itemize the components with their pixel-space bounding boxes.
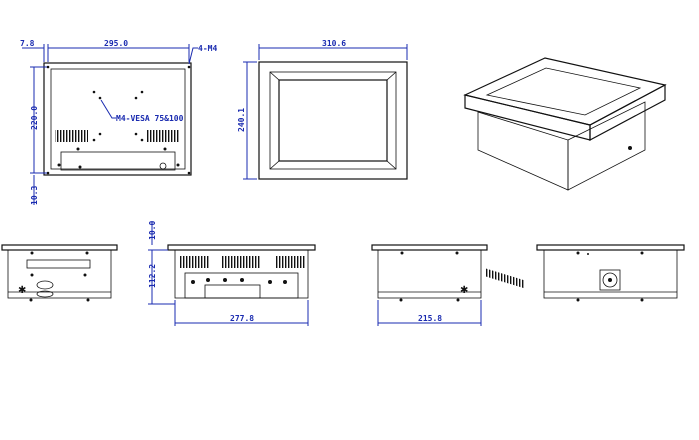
dim-bottom-width: 277.8	[230, 314, 254, 323]
left-side-view: ✱	[1, 244, 118, 302]
isometric-view	[463, 57, 667, 289]
dim-left-offset: 7.8	[20, 39, 35, 48]
front-view: 310.6 240.1	[237, 39, 408, 180]
vent-right	[147, 130, 180, 142]
vent-left	[55, 130, 88, 142]
svg-text:✱: ✱	[18, 285, 26, 296]
dim-bottom-offset: 10.3	[30, 186, 39, 205]
dim-bezel-thickness: 10.0	[148, 221, 157, 240]
vesa-label: M4-VESA 75&100	[116, 114, 184, 123]
dim-mount-holes: 4-M4	[198, 44, 217, 53]
rear-view: 7.8 295.0 4-M4 220.0 10.3 M4-VESA 75&100	[20, 39, 217, 205]
dim-front-width: 310.6	[322, 39, 346, 48]
dim-side-width: 215.8	[418, 314, 442, 323]
dim-rear-width: 295.0	[104, 39, 128, 48]
bottom-view: 10.0 112.2 277.8	[148, 221, 316, 326]
svg-text:✱: ✱	[460, 285, 468, 296]
dim-front-height: 240.1	[237, 108, 246, 132]
right-side-view: ✱ 215.8	[371, 244, 488, 326]
dim-depth: 112.2	[148, 264, 157, 288]
top-view	[536, 244, 685, 302]
dim-hole-spacing-height: 220.0	[30, 106, 39, 130]
